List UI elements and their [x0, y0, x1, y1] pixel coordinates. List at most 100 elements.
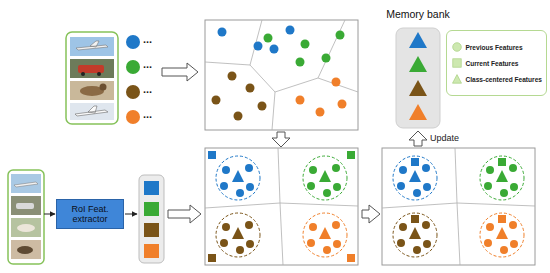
green-cluster-part — [319, 170, 331, 182]
brown-dots-part — [228, 72, 237, 81]
brown-cluster-part — [246, 240, 254, 248]
green-dots-part — [301, 40, 310, 49]
orange-cluster-part — [309, 223, 317, 231]
legend-item: Current Features — [452, 58, 542, 68]
legend-swatch — [452, 58, 462, 68]
airplane — [14, 182, 38, 187]
memory-bank — [396, 28, 440, 128]
flow-arrow — [125, 214, 137, 215]
blue-cluster-part — [220, 182, 228, 190]
feature-square — [208, 254, 216, 262]
class-circle — [126, 35, 140, 49]
feature-space — [205, 20, 358, 130]
green-cluster-part — [323, 189, 331, 197]
orange-cluster-part — [319, 227, 331, 239]
green-cluster-part — [307, 182, 315, 190]
blue-dots-part — [218, 28, 227, 37]
blue-cluster-part — [245, 164, 253, 172]
orange-dots-part — [316, 108, 325, 117]
orange-cluster-part — [333, 240, 341, 248]
airplane — [75, 106, 108, 116]
photo — [11, 240, 41, 259]
orange-cluster — [303, 213, 347, 257]
class-triangle — [409, 56, 427, 72]
feature-square — [411, 215, 419, 223]
blue-dots-part — [286, 26, 295, 35]
wheel — [97, 72, 101, 76]
class-circle — [126, 85, 140, 99]
orange-cluster-part — [307, 239, 315, 247]
ellipsis-label: ... — [143, 58, 152, 70]
photo — [11, 218, 41, 237]
feature-square — [144, 202, 159, 216]
feature-square — [144, 223, 159, 237]
legend-symbol — [453, 59, 461, 67]
blue-cluster-part — [232, 170, 244, 182]
current-features — [139, 175, 164, 263]
feature-square — [498, 158, 506, 166]
brown-cluster — [216, 213, 260, 257]
legend: Previous FeaturesCurrent FeaturesClass-c… — [446, 30, 547, 96]
brown-cluster-part — [222, 223, 230, 231]
blue-dots — [218, 26, 295, 54]
orange-dots-part — [296, 96, 305, 105]
update-label: Update — [430, 133, 459, 143]
brown-dots-part — [234, 112, 243, 121]
image-panel — [66, 32, 118, 124]
legend-swatch — [452, 74, 462, 84]
orange-cluster-part — [332, 221, 340, 229]
brown-cluster-part — [236, 246, 244, 254]
animal — [17, 246, 33, 254]
feature-square — [208, 151, 216, 159]
voronoi-line — [205, 20, 358, 130]
legend-text: Previous Features — [465, 44, 522, 51]
brown-dots-part — [212, 96, 221, 105]
brown-cluster-part — [216, 213, 260, 257]
brown-cluster-part — [220, 239, 228, 247]
legend-text: Class-centered Features — [465, 76, 542, 83]
blue-cluster-part — [246, 183, 254, 191]
green-dots-part — [296, 58, 305, 67]
block-arrow — [162, 63, 198, 81]
orange-dots-part — [332, 78, 341, 87]
panel-frame — [8, 170, 44, 264]
bank-panel — [396, 28, 440, 128]
class-triangle — [409, 32, 427, 48]
green-dots — [264, 31, 345, 67]
ellipsis-label: ... — [143, 83, 152, 95]
space-frame — [205, 148, 358, 265]
ellipsis-label: ... — [143, 108, 152, 120]
blue-cluster-part — [236, 189, 244, 197]
block-arrow — [168, 205, 201, 223]
feature-square — [411, 158, 419, 166]
ellipsis-label: ... — [143, 33, 152, 45]
green-dots-part — [322, 54, 331, 63]
legend-item: Previous Features — [452, 42, 542, 52]
class-triangle — [409, 104, 427, 120]
photo — [11, 196, 41, 215]
blue-cluster — [216, 156, 260, 200]
legend-swatch — [452, 42, 462, 52]
brown-cluster-part — [245, 221, 253, 229]
cluster-space — [205, 148, 358, 265]
brown-cluster-part — [232, 227, 244, 239]
legend-symbol — [453, 43, 462, 52]
animal-head — [100, 84, 107, 91]
green-cluster-part — [303, 156, 347, 200]
panel-frame — [66, 32, 118, 124]
photo — [70, 103, 114, 120]
space-frame — [205, 20, 358, 130]
feature-square — [498, 215, 506, 223]
green-cluster — [303, 156, 347, 200]
airplane — [76, 41, 108, 50]
orange-dots — [296, 78, 347, 117]
blue-cluster-part — [222, 166, 230, 174]
car — [16, 203, 34, 209]
update-arrow — [409, 131, 427, 146]
photo — [70, 81, 114, 100]
feature-square — [144, 244, 159, 258]
brown-dots — [212, 72, 267, 121]
image-panel — [8, 170, 44, 264]
photo — [70, 37, 114, 56]
class-triangle — [409, 80, 427, 96]
